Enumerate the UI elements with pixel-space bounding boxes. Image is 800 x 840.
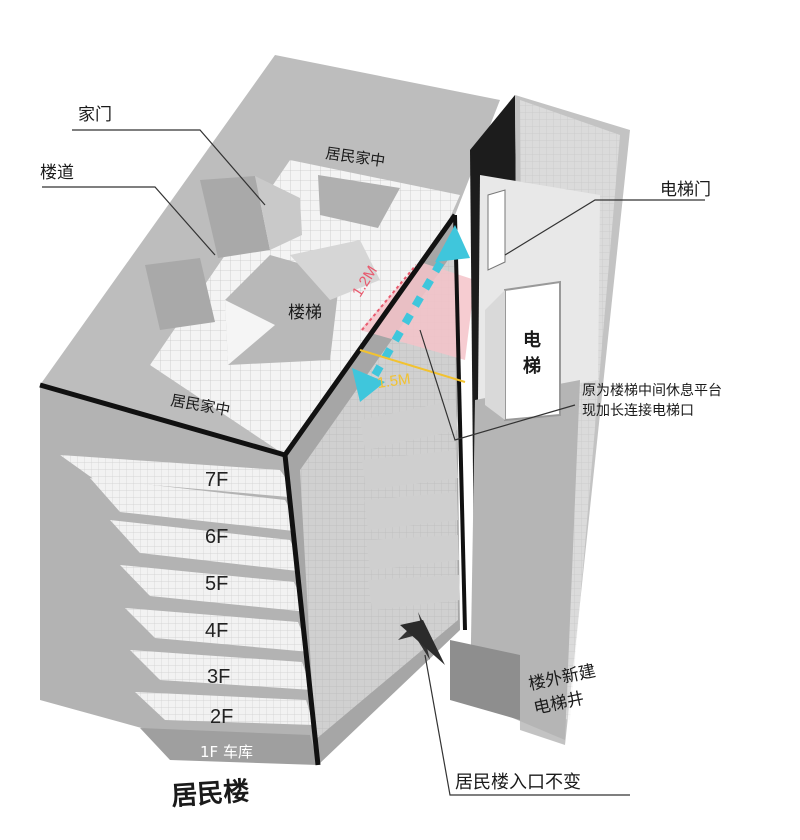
floor-label: 7F — [205, 469, 228, 491]
elevator-label: 电 — [523, 329, 541, 351]
floor-label: 5F — [205, 573, 228, 595]
platform-highlight — [360, 262, 475, 360]
platform-note: 现加长连接电梯口 — [582, 402, 694, 419]
up-arrow — [435, 225, 470, 262]
garage-label: 1F 车库 — [200, 743, 253, 761]
floor-label: 6F — [205, 526, 228, 548]
home-door-label: 家门 — [78, 105, 112, 125]
platform-note: 原为楼梯中间休息平台 — [582, 382, 722, 399]
leader-lines — [42, 129, 705, 796]
floor-label: 3F — [207, 666, 230, 688]
floor-labels: 7F 6F 5F 4F 3F 2F 1F 车库 — [200, 469, 253, 761]
elevator-label: 梯 — [523, 355, 541, 377]
interior-wall — [145, 258, 215, 330]
stair-arrow-shape — [225, 300, 275, 365]
width-dimension: 1.5M — [376, 370, 411, 391]
entrance-label: 居民楼入口不变 — [455, 772, 581, 793]
corridor-label: 楼道 — [40, 163, 74, 183]
elevator-door-label: 电梯门 — [660, 180, 711, 200]
building-label: 居民楼 — [170, 777, 250, 812]
main-building — [39, 55, 500, 766]
interior-wall — [200, 176, 270, 258]
interior-wall — [255, 176, 302, 250]
route-line — [371, 235, 459, 378]
down-arrow — [352, 368, 385, 402]
stair-opening — [290, 240, 380, 300]
path-arrows — [352, 225, 470, 402]
elevator-door — [487, 189, 506, 271]
stairs-label: 楼梯 — [288, 303, 322, 323]
floor-label: 2F — [210, 706, 233, 728]
elevator-shaft — [450, 95, 630, 745]
elevator-car — [504, 280, 561, 422]
annotations: 家门 楼道 居民家中 楼梯 居民家中 电梯门 电 梯 原为楼梯中间休息平台 现加… — [40, 105, 722, 812]
stair-wall — [318, 175, 400, 228]
floor-label: 4F — [205, 620, 228, 642]
